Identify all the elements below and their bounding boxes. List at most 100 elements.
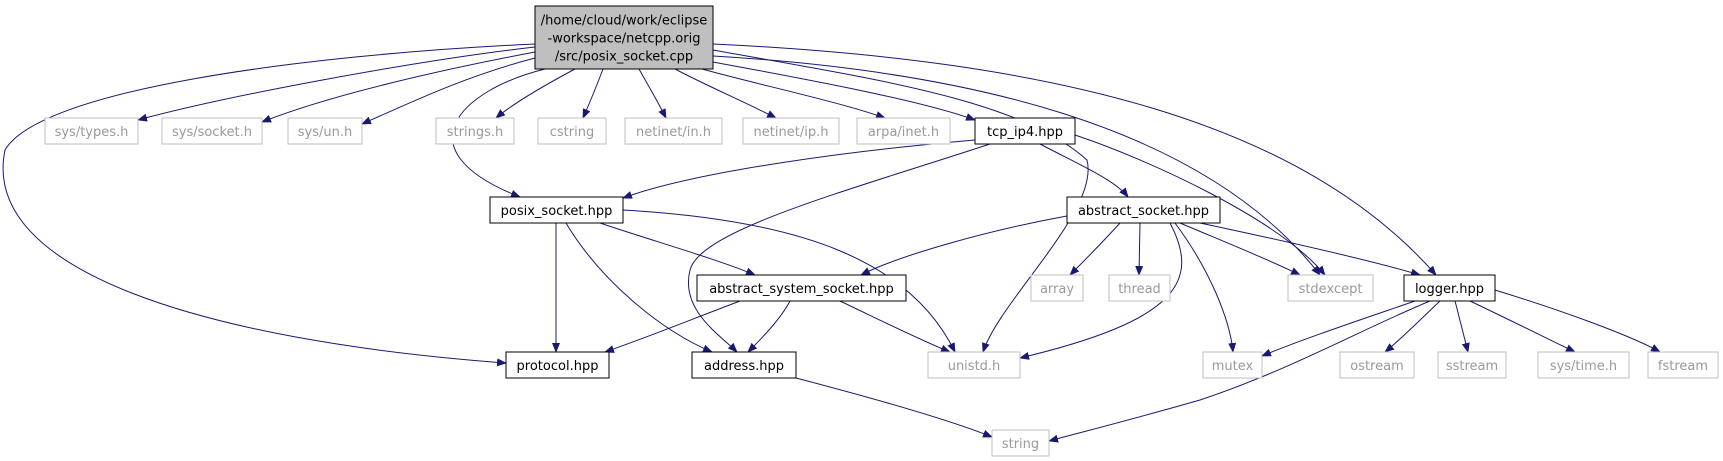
edge-abstract-system-socket-to-unistd: [839, 300, 951, 353]
node-label: sys/socket.h: [172, 125, 252, 140]
edge-abstract-system-socket-to-protocol: [604, 300, 741, 353]
node-sys-socket: sys/socket.h: [161, 117, 263, 145]
node-strings-h: strings.h: [435, 117, 515, 145]
edge-root-to-sys-types: [137, 46, 536, 122]
edge-root-to-sys-socket: [261, 51, 536, 123]
node-box: [1030, 274, 1084, 302]
edge-root-to-tcp-ip4: [712, 61, 976, 121]
node-box: [287, 117, 363, 145]
edge-abstract-socket-to-logger: [1199, 222, 1421, 277]
node-address[interactable]: address.hpp: [691, 351, 797, 379]
node-ostream: ostream: [1339, 351, 1415, 379]
node-label: /src/posix_socket.cpp: [555, 50, 693, 65]
edge-address-to-string: [795, 377, 993, 438]
edge-root-to-netinet-in: [638, 68, 667, 119]
node-label: arpa/inet.h: [868, 125, 939, 140]
edge-posix-socket-to-address: [565, 222, 713, 353]
node-posix-socket[interactable]: posix_socket.hpp: [489, 196, 624, 224]
node-box: [1066, 196, 1221, 224]
edge-root-to-cstring: [582, 68, 604, 119]
edge-abstract-socket-to-mutex: [1174, 222, 1237, 353]
node-netinet-ip: netinet/ip.h: [742, 117, 840, 145]
node-sys-types: sys/types.h: [44, 117, 139, 145]
edge-logger-to-sstream: [1454, 300, 1470, 353]
node-label: sys/un.h: [298, 125, 352, 140]
edge-logger-to-sys-time: [1469, 300, 1576, 353]
edge-abstract-system-socket-to-address: [747, 300, 791, 353]
edge-root-to-unistd: [712, 49, 1089, 353]
node-label: string: [1002, 437, 1039, 452]
node-box: [1287, 274, 1374, 302]
node-stdexcept: stdexcept: [1287, 274, 1374, 302]
edge-root-to-sys-un: [361, 57, 536, 125]
node-label: netinet/ip.h: [754, 125, 829, 140]
node-label: ostream: [1350, 359, 1404, 374]
edge-abstract-socket-to-stdexcept: [1179, 222, 1301, 276]
node-abstract-socket[interactable]: abstract_socket.hpp: [1066, 196, 1221, 224]
node-box: [161, 117, 263, 145]
edge-tcp-ip4-to-abstract-socket: [1039, 143, 1129, 198]
node-label: -workspace/netcpp.orig: [548, 32, 701, 47]
node-tcp-ip4[interactable]: tcp_ip4.hpp: [974, 117, 1076, 145]
node-label: fstream: [1658, 359, 1708, 374]
node-label: protocol.hpp: [517, 359, 599, 374]
node-label: thread: [1118, 282, 1161, 297]
node-box: [991, 429, 1050, 457]
edge-posix-socket-to-unistd: [622, 209, 956, 353]
edge-logger-to-ostream: [1384, 300, 1441, 353]
node-sstream: sstream: [1437, 351, 1507, 379]
node-label: sstream: [1446, 359, 1498, 374]
node-label: sys/time.h: [1550, 359, 1617, 374]
node-mutex: mutex: [1202, 351, 1263, 379]
edge-root-to-arpa-inet: [701, 68, 886, 119]
nodes-layer: /home/cloud/work/eclipse-workspace/netcp…: [44, 5, 1719, 457]
node-label: logger.hpp: [1415, 282, 1484, 297]
node-box: [856, 117, 951, 145]
node-box: [1202, 351, 1263, 379]
node-box: [489, 196, 624, 224]
node-box: [974, 117, 1076, 145]
edge-abstract-socket-to-array: [1069, 222, 1121, 276]
node-label: address.hpp: [704, 359, 784, 374]
node-root[interactable]: /home/cloud/work/eclipse-workspace/netcp…: [534, 5, 714, 70]
node-abstract-system-socket[interactable]: abstract_system_socket.hpp: [696, 274, 907, 302]
node-label: array: [1040, 282, 1074, 297]
edge-abstract-socket-to-thread: [1135, 222, 1144, 276]
edge-logger-to-string: [1048, 300, 1431, 443]
node-box: [691, 351, 797, 379]
node-label: netinet/in.h: [636, 125, 711, 140]
node-arpa-inet: arpa/inet.h: [856, 117, 951, 145]
edge-root-to-netinet-ip: [674, 68, 777, 119]
edge-posix-socket-to-abstract-system-socket: [599, 222, 756, 276]
edge-logger-to-mutex: [1261, 300, 1416, 357]
node-label: mutex: [1212, 359, 1254, 374]
node-box: [696, 274, 907, 302]
node-label: unistd.h: [948, 359, 1001, 374]
node-box: [927, 351, 1021, 379]
node-box: [1647, 351, 1719, 379]
node-label: stdexcept: [1299, 282, 1363, 297]
node-logger[interactable]: logger.hpp: [1403, 274, 1496, 302]
node-box: [1437, 351, 1507, 379]
edge-root-to-logger: [712, 43, 1437, 276]
node-label: posix_socket.hpp: [501, 204, 613, 219]
edge-root-to-stdexcept: [712, 55, 1321, 276]
node-box: [1339, 351, 1415, 379]
node-box: [1108, 274, 1171, 302]
edge-root-to-protocol: [2, 43, 536, 367]
node-box: [742, 117, 840, 145]
edge-tcp-ip4-to-stdexcept: [1074, 134, 1326, 276]
node-unistd: unistd.h: [927, 351, 1021, 379]
node-fstream: fstream: [1647, 351, 1719, 379]
node-box: [505, 351, 610, 379]
edge-abstract-socket-to-abstract-system-socket: [860, 215, 1068, 276]
edges-layer: [2, 43, 1661, 443]
node-box: [1403, 274, 1496, 302]
node-protocol[interactable]: protocol.hpp: [505, 351, 610, 379]
node-label: cstring: [550, 125, 594, 140]
node-label: tcp_ip4.hpp: [987, 125, 1063, 140]
node-array: array: [1030, 274, 1084, 302]
node-netinet-in: netinet/in.h: [624, 117, 723, 145]
edge-tcp-ip4-to-posix-socket: [622, 139, 976, 199]
